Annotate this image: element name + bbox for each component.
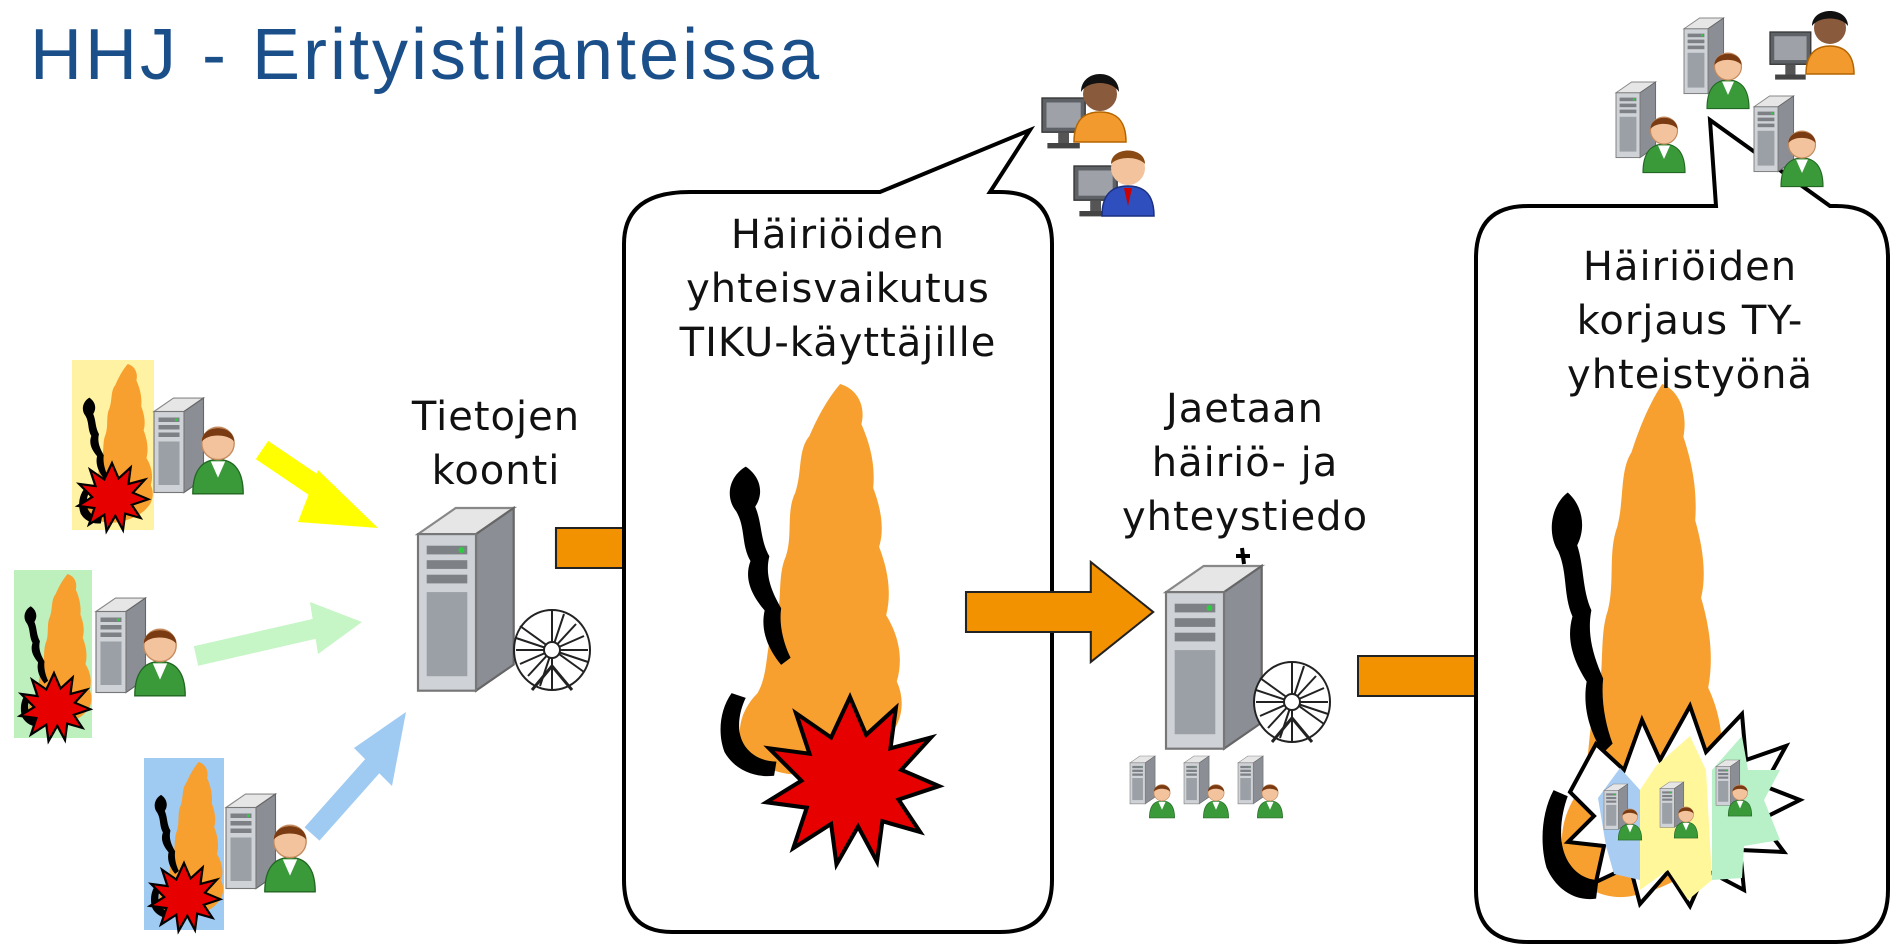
slide-title: HHJ - Erityistilanteissa	[30, 15, 823, 95]
arrow-yellow	[255, 440, 378, 528]
rolodex-icon	[512, 608, 592, 692]
source-panel-yellow	[72, 360, 244, 533]
source-panel-green	[14, 570, 186, 743]
label-fix: Häiriöiden korjaus TY- yhteistyönä	[1567, 244, 1813, 398]
label-collect: Tietojen koonti	[411, 394, 581, 494]
workstation-user-icon	[1073, 150, 1155, 218]
source-panel-blue	[144, 758, 316, 933]
server-user-icon	[153, 397, 244, 495]
label-impact: Häiriöiden yhteisvaikutus TIKU-käyttäjil…	[679, 212, 997, 366]
label-share: Jaetaan häiriö- ja yhteystiedo	[1121, 386, 1369, 540]
user-group-icon	[1615, 11, 1855, 188]
sharing-server-icon	[1164, 547, 1332, 750]
arrow-blue	[304, 712, 406, 841]
server-user-icon	[225, 793, 316, 893]
workstation-user-icon	[1041, 74, 1127, 150]
server-user-group-icon	[1129, 755, 1283, 819]
rolodex-icon	[1252, 660, 1332, 744]
arrow-green	[193, 602, 362, 666]
cooperation-explosion-icon	[1563, 701, 1805, 911]
server-user-icon	[95, 597, 186, 697]
